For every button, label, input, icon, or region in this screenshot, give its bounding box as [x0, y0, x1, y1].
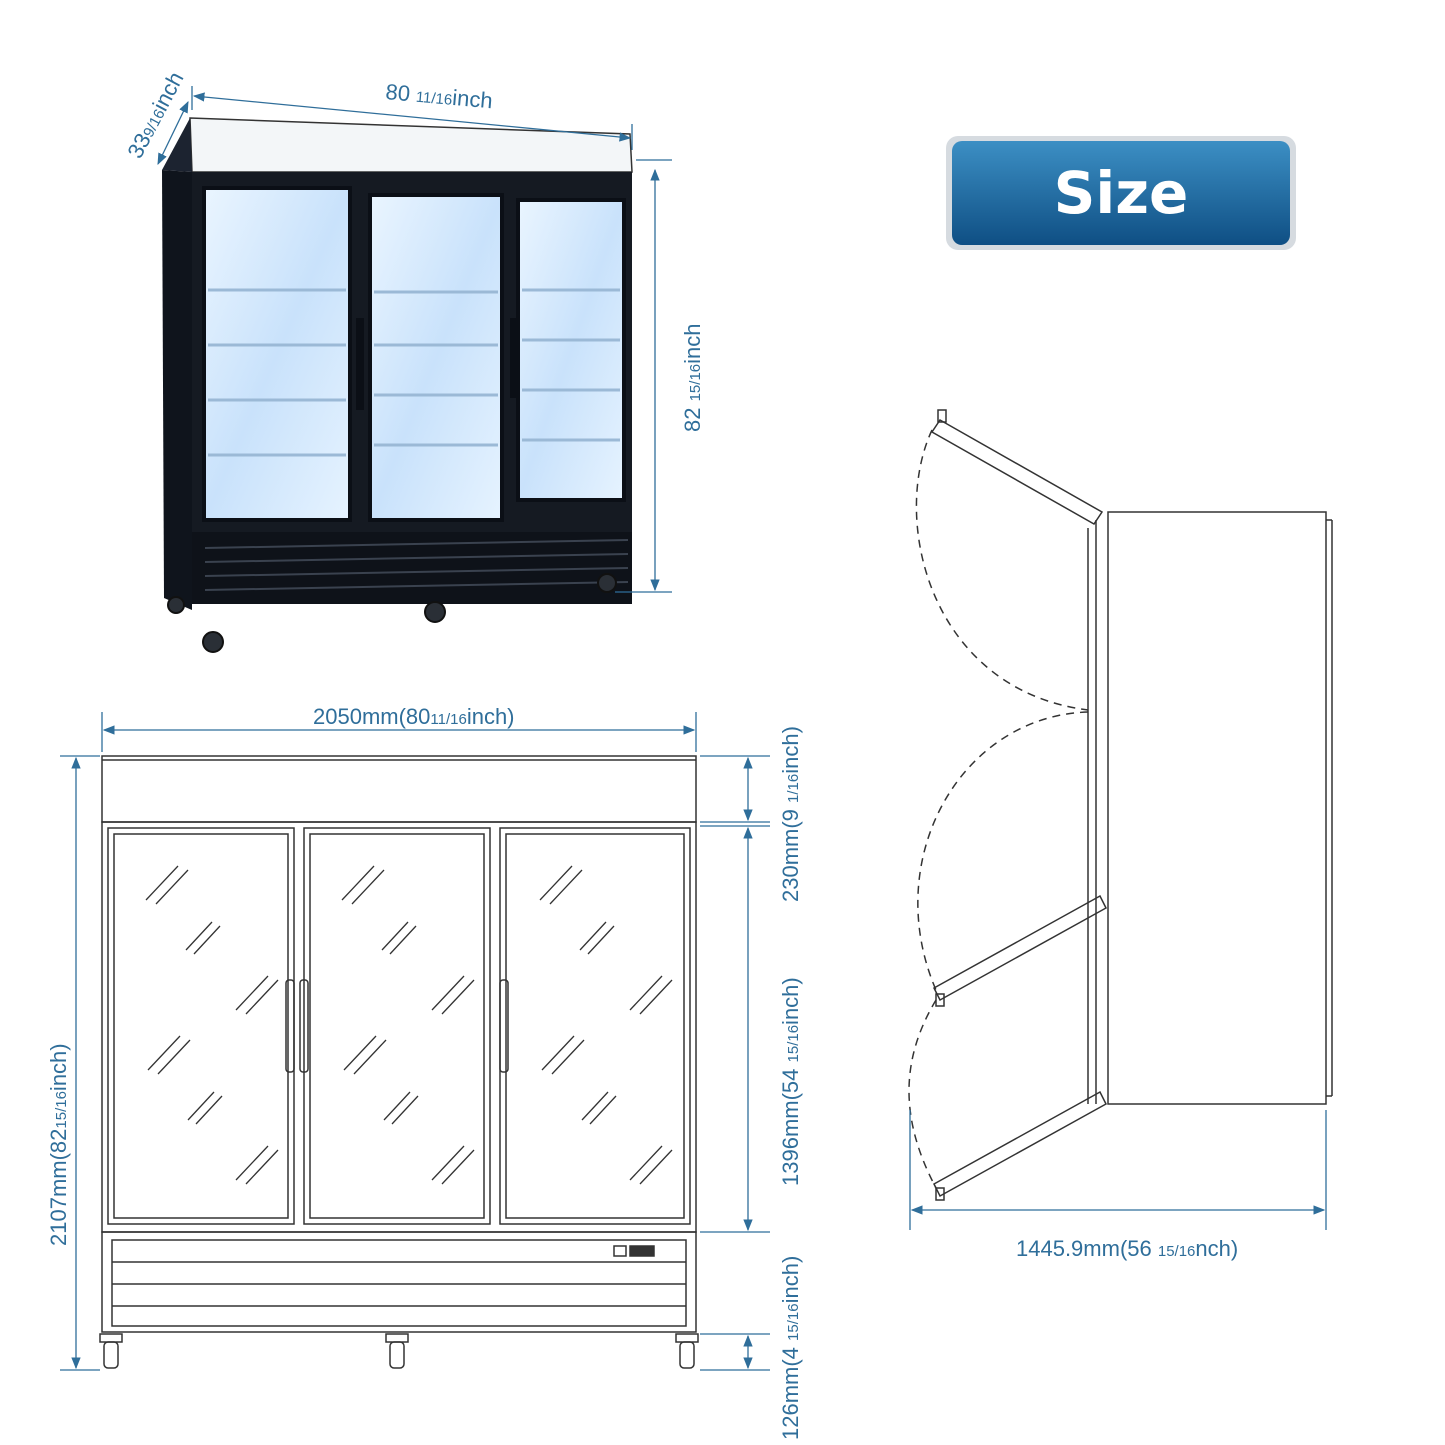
top-dimension-lines — [909, 1110, 1327, 1230]
top-view-drawing — [908, 409, 1333, 1201]
front-caster-icon — [99, 1333, 699, 1369]
front-view-drawing — [99, 755, 699, 1369]
front-door-height-label: 1396mm(54 15/16inch) — [778, 977, 803, 1186]
photo-dimension-lines — [157, 86, 672, 593]
fridge-photo — [162, 117, 633, 653]
photo-caster-icon — [167, 573, 617, 653]
top-depth-label: 1445.9mm(56 15/16nch) — [1016, 1236, 1238, 1261]
front-width-label: 2050mm(8011/16inch) — [313, 704, 515, 729]
front-header-height-label: 230mm(9 1/16inch) — [778, 726, 803, 902]
photo-width-label: 80 11/16inch — [385, 79, 494, 113]
size-badge: Size — [946, 136, 1296, 250]
front-base-height-label: 126mm(4 15/16inch) — [778, 1256, 803, 1440]
front-total-height-label: 2107mm(8215/16inch) — [46, 1043, 71, 1246]
glass-hatch-icon — [145, 865, 673, 1185]
size-badge-label: Size — [1054, 159, 1189, 227]
front-dimension-lines — [60, 712, 770, 1371]
photo-height-label: 82 15/16inch — [680, 324, 705, 433]
control-panel-icon — [613, 1245, 655, 1257]
